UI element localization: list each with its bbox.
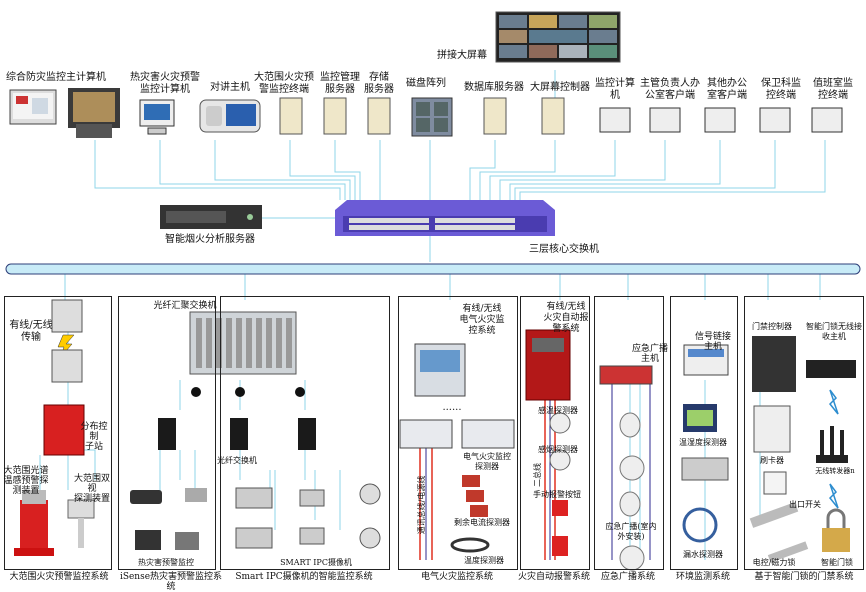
s7-title: 环境监测系统 — [675, 572, 730, 582]
s5-head: 有线/无线 火灾自动报 警系统 — [543, 302, 589, 334]
s8-relay-label: 无线转发器n — [815, 467, 855, 475]
server-towers — [279, 97, 565, 135]
s1-substation-label: 分布控制 子站 — [80, 422, 108, 452]
s8-ctrl-label: 门禁控制器 — [752, 322, 792, 331]
label-office-client: 其他办公 室客户端 — [707, 78, 747, 101]
section-box-broadcast — [594, 296, 664, 570]
device-monitor-main — [9, 89, 57, 125]
label-disk-array: 磁盘阵列 — [406, 78, 446, 89]
smoke-server — [160, 205, 262, 229]
device-pc — [139, 99, 175, 135]
s2-title: iSense热灾害预警监控系统 — [119, 572, 223, 592]
s8-title: 基于智能门锁的门禁系统 — [754, 572, 854, 582]
s5-manual-label: 手动报警按钮 — [533, 490, 581, 499]
section-box-smart-ipc — [220, 296, 390, 570]
s1-dual-label: 大范围双视 探测装置 — [73, 474, 110, 504]
disk-array — [411, 97, 453, 137]
label-core-switch: 三层核心交换机 — [529, 244, 599, 255]
s6-host-label: 应急广播 主机 — [631, 344, 668, 364]
section-box-fire-warning — [4, 296, 112, 570]
s2-fiber-switch-label: 光纤汇聚交换机 — [153, 301, 217, 311]
s1-laser-label: 大范围光谱 温感预警探 测装置 — [3, 466, 49, 496]
s1-title: 大范围火灾预警监控系统 — [9, 572, 109, 582]
s7-leak-label: 漏水探测器 — [683, 550, 723, 559]
s5-title: 火灾自动报警系统 — [517, 572, 590, 582]
backbone-bus — [5, 263, 861, 275]
label-wide-fire-terminal: 大范围火灾预 警监控终端 — [254, 72, 314, 95]
s7-thermo-label: 温湿度探测器 — [679, 438, 727, 447]
s6-title: 应急广播系统 — [600, 572, 655, 582]
core-switch — [335, 200, 555, 236]
device-intercom — [199, 99, 261, 133]
label-smoke-server: 智能烟火分析服务器 — [165, 234, 255, 245]
label-thermal-computer: 热灾害火灾预警 监控计算机 — [130, 72, 200, 95]
label-db-server: 数据库服务器 — [464, 82, 524, 93]
label-main-computer: 综合防灾监控主计算机 — [6, 72, 106, 83]
label-monitor-server: 监控管理 服务器 — [320, 72, 360, 95]
device-workstation-main — [68, 88, 120, 138]
label-wall-controller: 大屏幕控制器 — [530, 82, 590, 93]
label-security-terminal: 保卫科监 控终端 — [761, 78, 801, 101]
s2-camera-label: 热灾害预警监控 — [138, 558, 194, 567]
label-duty-terminal: 值班室监 控终端 — [813, 78, 853, 101]
section-box-access — [744, 296, 864, 570]
s4-bus-label: 通讯总线/电源线 — [417, 475, 426, 535]
s4-head: 有线/无线 电气火灾监 控系统 — [459, 304, 505, 336]
label-director-client: 主管负责人办 公室客户端 — [640, 78, 700, 101]
s3-fiber-sw-label: 光纤交换机 — [217, 456, 257, 465]
section-box-fire-alarm — [520, 296, 590, 570]
s5-smoke-label: 感温探测器 — [538, 406, 578, 415]
video-wall — [495, 11, 621, 63]
section-box-environment — [670, 296, 738, 570]
s4-dots: ...... — [442, 402, 462, 413]
s4-title: 电气火灾监控系统 — [420, 572, 493, 582]
label-monitor-pc: 监控计算 机 — [595, 78, 635, 101]
s8-maglock-label: 电控/磁力锁 — [752, 558, 796, 567]
s8-smartlock-label: 智能门锁 — [821, 558, 853, 567]
client-pcs — [599, 107, 843, 133]
s3-ipc-label: SMART IPC摄像机 — [280, 558, 352, 567]
s6-speaker-label: 应急广播(室内 外安装) — [605, 522, 657, 541]
videowall-label: 拼接大屏幕 — [437, 50, 487, 61]
s8-exit-label: 出口开关 — [789, 500, 821, 509]
section-box-electrical — [398, 296, 518, 570]
s5-heat-label: 感烟探测器 — [538, 445, 578, 454]
s8-card-label: 刷卡器 — [760, 456, 784, 465]
s4-detector-label: 电气火灾监控 探测器 — [463, 452, 511, 471]
s8-wireless-host-label: 智能门锁无线接 收主机 — [806, 322, 862, 341]
label-intercom: 对讲主机 — [210, 82, 250, 93]
s1-trans-label: 有线/无线 传输 — [9, 320, 53, 343]
s4-temp-label: 温度探测器 — [464, 556, 504, 565]
s5-bus-label: 二总线 — [533, 463, 542, 487]
label-storage-server: 存储 服务器 — [364, 72, 394, 95]
s3-title: Smart IPC摄像机的智能监控系统 — [235, 572, 373, 582]
section-box-isense — [118, 296, 216, 570]
s7-host-label: 信号链接 主机 — [694, 332, 731, 352]
s4-residual-label: 剩余电流探测器 — [454, 518, 510, 527]
